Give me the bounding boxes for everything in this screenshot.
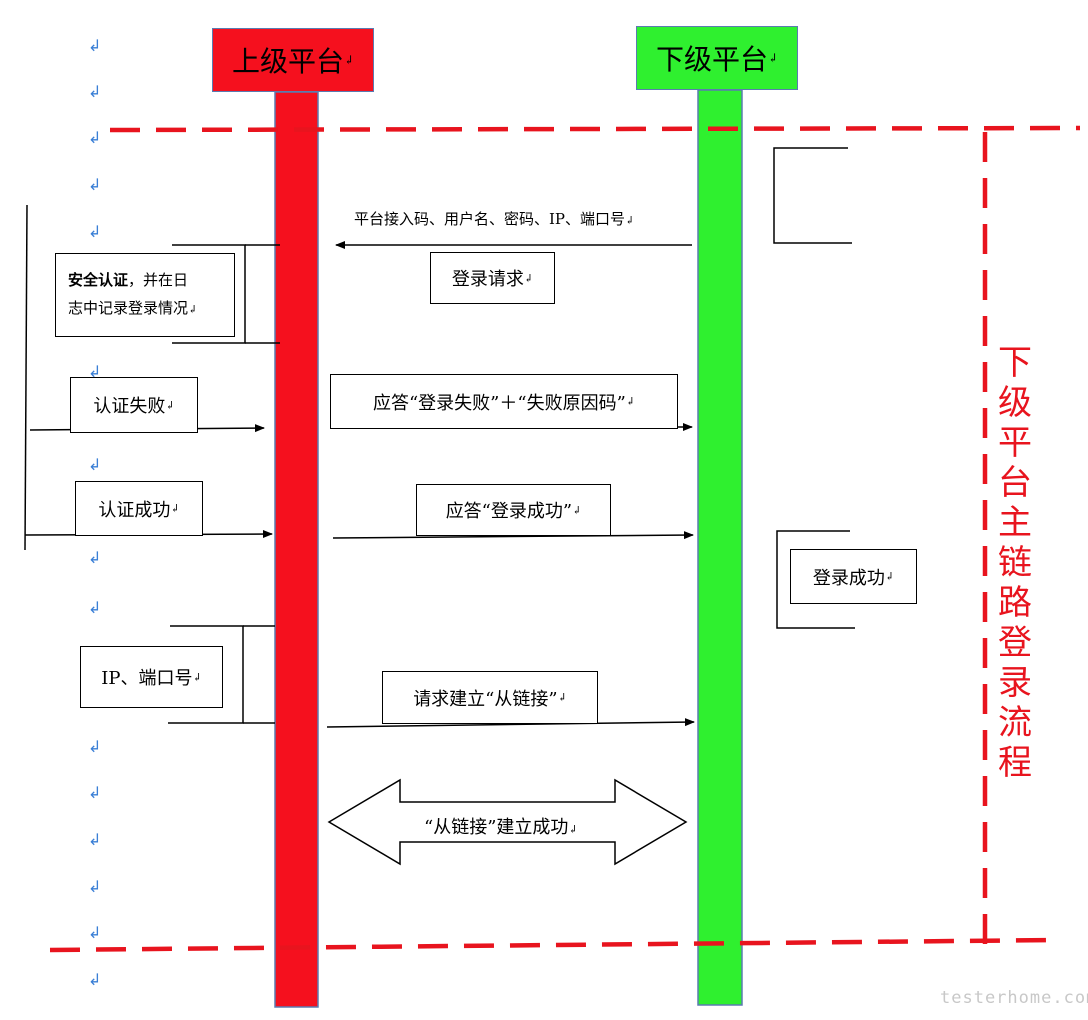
reply-success-box: 应答“登录成功”↲ [416, 484, 611, 536]
lower-platform-header: 下级平台↲ [636, 26, 798, 90]
login-params-text: 平台接入码、用户名、密码、IP、端口号 [354, 210, 626, 228]
paragraph-mark: ↲ [88, 222, 102, 241]
sub-link-established-text: “从链接”建立成功 [424, 817, 569, 838]
lower-platform-title: 下级平台 [655, 43, 768, 76]
auth-fail-text: 认证失败 [93, 396, 166, 417]
login-success-text: 登录成功 [812, 567, 885, 589]
paragraph-mark: ↲ [523, 271, 534, 285]
upper-platform-lifeline [274, 91, 319, 1008]
auth-note-bold: 安全认证 [68, 271, 129, 289]
paragraph-mark: ↲ [88, 455, 102, 474]
auth-fail-box: 认证失败↲ [70, 377, 198, 433]
paragraph-mark: ↲ [343, 53, 355, 67]
paragraph-mark: ↲ [884, 570, 895, 583]
arrow-request-sub-link [326, 718, 695, 728]
watermark: testerhome.com [940, 988, 1088, 1008]
lower-platform-lifeline [697, 89, 743, 1006]
paragraph-mark: ↲ [88, 36, 102, 55]
left-bracket-line [24, 204, 28, 551]
paragraph-mark: ↲ [557, 691, 567, 704]
bracket-upper-auth [172, 244, 280, 344]
paragraph-mark: ↲ [88, 923, 102, 942]
paragraph-mark: ↲ [88, 737, 102, 756]
paragraph-mark: ↲ [88, 175, 102, 194]
reply-fail-box: 应答“登录失败”＋“失败原因码”↲ [330, 374, 678, 429]
auth-note-line1: 安全认证，并在日 [68, 266, 188, 294]
paragraph-mark: ↲ [88, 598, 102, 617]
paragraph-mark: ↲ [192, 670, 202, 684]
flow-boundary [49, 125, 1081, 953]
bracket-lower-send [773, 147, 852, 244]
request-sub-link-text: 请求建立“从链接” [413, 688, 558, 710]
paragraph-mark: ↲ [88, 548, 102, 567]
paragraph-mark: ↲ [170, 502, 180, 515]
paragraph-mark: ↲ [88, 877, 102, 896]
paragraph-mark: ↲ [572, 503, 582, 517]
paragraph-mark: ↲ [767, 51, 779, 65]
paragraph-mark: ↲ [165, 398, 175, 412]
bracket-lower-success [776, 530, 855, 629]
auth-success-box: 认证成功↲ [75, 481, 203, 536]
arrow-reply-success [332, 531, 694, 540]
auth-note-line2-text: 志中记录登录情况 [68, 299, 189, 317]
paragraph-mark: ↲ [568, 823, 578, 836]
ip-port-text: IP、端口号 [101, 668, 193, 689]
bracket-upper-ip [168, 625, 275, 724]
login-success-box: 登录成功↲ [790, 549, 917, 604]
double-arrow-sub-link [327, 778, 688, 866]
paragraph-mark: ↲ [188, 303, 198, 316]
paragraph-mark: ↲ [88, 783, 102, 802]
ip-port-box: IP、端口号↲ [80, 646, 223, 708]
flow-vertical-title: 下级平台主链路登录流程 [998, 343, 1032, 783]
request-sub-link-box: 请求建立“从链接”↲ [382, 671, 598, 724]
login-request-text: 登录请求 [451, 269, 524, 290]
reply-success-text: 应答“登录成功” [445, 501, 573, 522]
paragraph-mark: ↲ [625, 395, 636, 408]
paragraph-mark: ↲ [625, 214, 635, 227]
login-request-box: 登录请求↲ [430, 252, 555, 304]
paragraph-mark: ↲ [88, 82, 102, 101]
auth-note-line2: 志中记录登录情况↲ [68, 294, 197, 324]
sub-link-established-label: “从链接”建立成功↲ [424, 813, 578, 839]
login-params-label: 平台接入码、用户名、密码、IP、端口号↲ [354, 208, 634, 229]
upper-platform-title: 上级平台 [231, 45, 344, 78]
auth-note-box: 安全认证，并在日 志中记录登录情况↲ [55, 253, 235, 337]
auth-note-rest: ，并在日 [128, 271, 189, 289]
paragraph-mark: ↲ [88, 830, 102, 849]
paragraph-mark: ↲ [88, 970, 102, 989]
paragraph-mark: ↲ [88, 362, 102, 381]
paragraph-mark: ↲ [88, 128, 102, 147]
auth-success-text: 认证成功 [98, 499, 171, 521]
upper-platform-header: 上级平台↲ [212, 28, 374, 92]
reply-fail-text: 应答“登录失败”＋“失败原因码” [372, 392, 626, 414]
